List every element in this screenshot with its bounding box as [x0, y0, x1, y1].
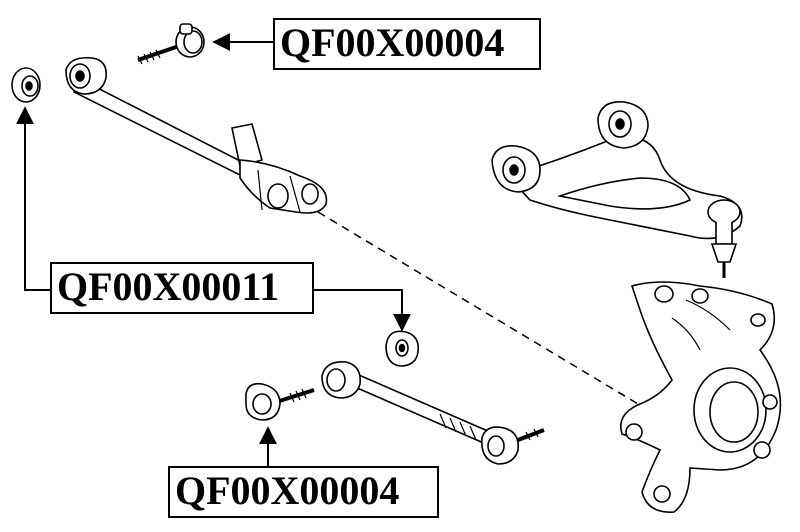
- upper-control-arm: [491, 101, 743, 278]
- steering-knuckle: [620, 281, 782, 513]
- bushing-left: [11, 67, 41, 103]
- part-number-label-middle: QF00X00011: [50, 262, 314, 314]
- adjust-bolt-top: [137, 23, 205, 65]
- lower-control-rod: [321, 360, 545, 465]
- upper-control-rod: [65, 56, 328, 214]
- part-number-label-top: QF00X00004: [273, 18, 541, 70]
- part-number-label-bottom: QF00X00004: [168, 466, 439, 518]
- bushing-middle: [385, 330, 420, 367]
- adjust-bolt-bottom: [245, 382, 315, 421]
- leader-lines: [15, 33, 411, 466]
